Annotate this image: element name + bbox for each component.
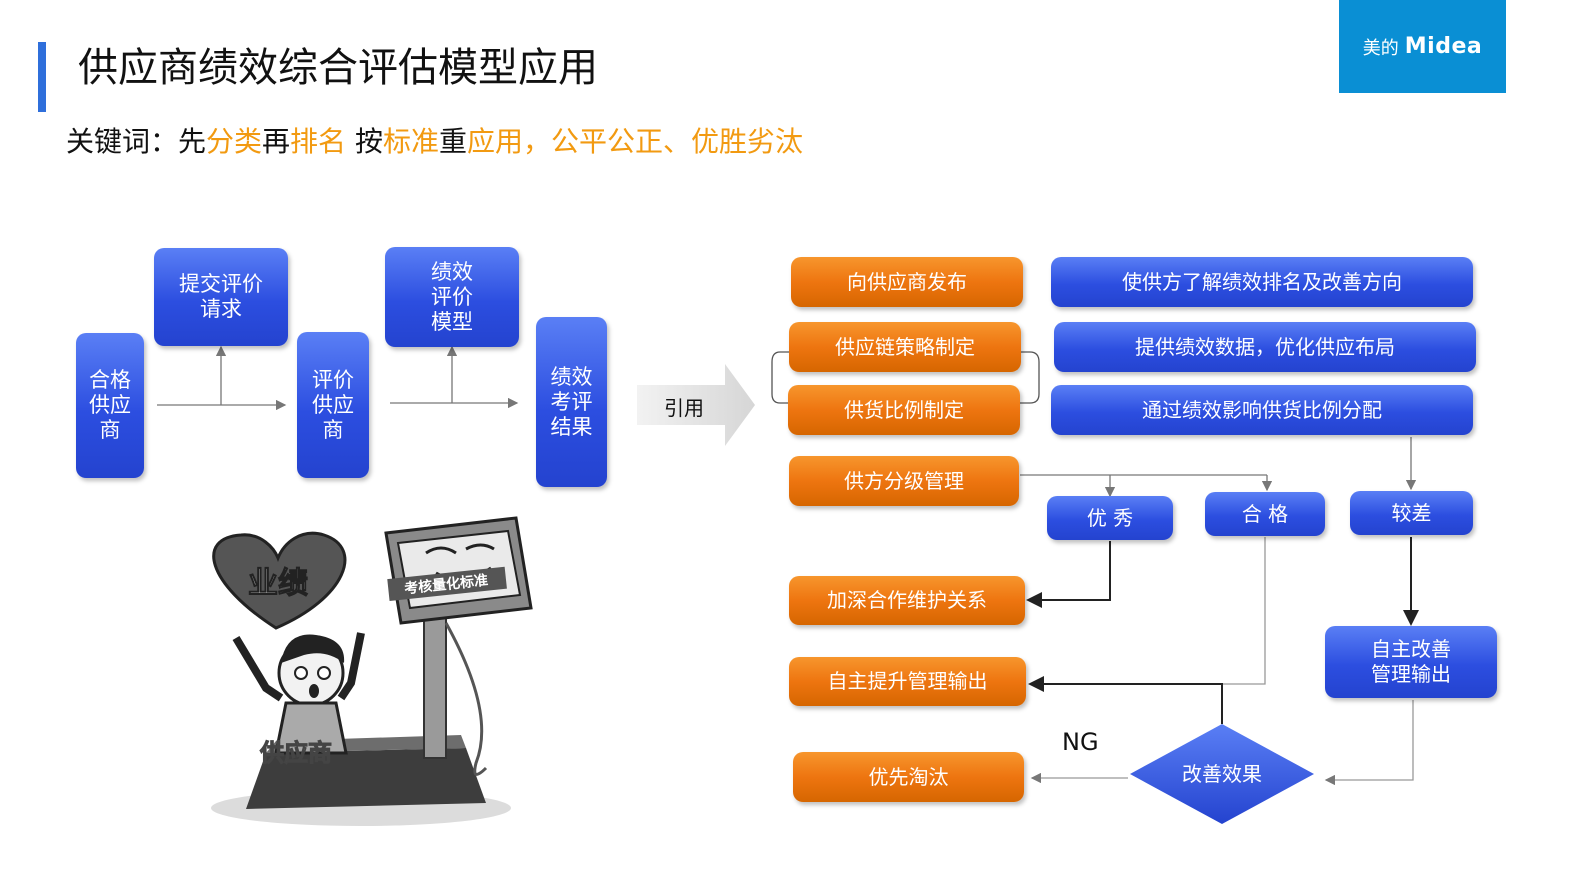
keyword-seg: 按 [346,125,383,158]
ratio-box: 供货比例制定 [788,385,1020,435]
strategy-box: 供应链策略制定 [789,322,1021,372]
deepen-box: 加深合作维护关系 [789,576,1025,625]
performance-model-label: 绩效 评价 模型 [431,259,473,334]
keyword-seg: 应用，公平公正、优胜劣汰 [467,125,804,158]
self-upgrade-box: 自主提升管理输出 [789,657,1026,706]
result-box: 绩效 考评 结果 [536,317,607,487]
keyword-seg: 再 [262,125,291,158]
midea-logo: 美的 Midea [1339,0,1506,93]
keyword-seg: 关键词：先 [66,125,207,158]
evaluate-supplier-label: 评价 供应 商 [312,367,354,442]
ratio-label: 供货比例制定 [844,397,964,422]
result-label: 绩效 考评 结果 [550,364,593,439]
grade-excellent-box: 优 秀 [1047,496,1173,540]
keywords-line: 关键词：先分类再排名 按标准重应用，公平公正、优胜劣汰 [66,122,803,162]
eliminate-box: 优先淘汰 [793,752,1024,802]
publish-desc-box: 使供方了解绩效排名及改善方向 [1051,257,1473,307]
keyword-seg: 排名 [290,125,347,158]
keyword-seg: 标准 [382,125,439,158]
ratio-desc-box: 通过绩效影响供货比例分配 [1051,385,1473,435]
publish-label: 向供应商发布 [847,269,967,294]
grade-poor-label: 较差 [1391,500,1432,525]
title-accent-bar [38,42,46,112]
eliminate-label: 优先淘汰 [868,764,949,789]
effect-label-wrap: 改善效果 [1128,752,1316,796]
self-improve-label: 自主改善 管理输出 [1371,637,1451,686]
effect-diamond [1130,724,1314,824]
grade-qualified-box: 合 格 [1205,492,1325,536]
evaluate-supplier-box: 评价 供应 商 [297,332,369,478]
keyword-seg: 重 [438,125,467,158]
strategy-desc-box: 提供绩效数据，优化供应布局 [1054,322,1476,372]
supplier-scale-illustration: 考核量化标准 业绩 供应商 [211,516,533,826]
qualified-supplier-label: 合格 供应 商 [89,368,131,442]
effect-label: 改善效果 [1182,761,1262,786]
scale-label: 供应商 [259,739,332,767]
submit-request-box: 提交评价 请求 [154,248,288,346]
publish-desc-label: 使供方了解绩效排名及改善方向 [1122,269,1402,294]
reference-arrow [637,364,755,446]
self-upgrade-label: 自主提升管理输出 [827,669,988,693]
logo-en: Midea [1404,34,1483,59]
reference-label: 引用 [664,396,704,420]
performance-model-box: 绩效 评价 模型 [385,247,519,347]
ng-label: NG [1062,728,1099,756]
ratio-desc-label: 通过绩效影响供货比例分配 [1142,397,1382,422]
qualified-supplier-box: 合格 供应 商 [76,333,144,478]
strategy-desc-label: 提供绩效数据，优化供应布局 [1135,334,1395,359]
submit-request-label: 提交评价 请求 [179,272,263,321]
logo-cn: 美的 [1362,37,1399,59]
page-title: 供应商绩效综合评估模型应用 [78,45,598,91]
publish-box: 向供应商发布 [791,257,1023,307]
grade-excellent-label: 优 秀 [1086,505,1134,530]
strategy-label: 供应链策略制定 [835,334,975,359]
grade-poor-box: 较差 [1350,491,1473,535]
grading-box: 供方分级管理 [789,456,1019,506]
grade-qualified-label: 合 格 [1241,501,1289,526]
deepen-label: 加深合作维护关系 [827,588,987,612]
keyword-seg: 分类 [206,125,263,158]
grading-label: 供方分级管理 [844,468,964,493]
self-improve-box: 自主改善 管理输出 [1325,626,1497,698]
heart-label: 业绩 [248,566,308,601]
